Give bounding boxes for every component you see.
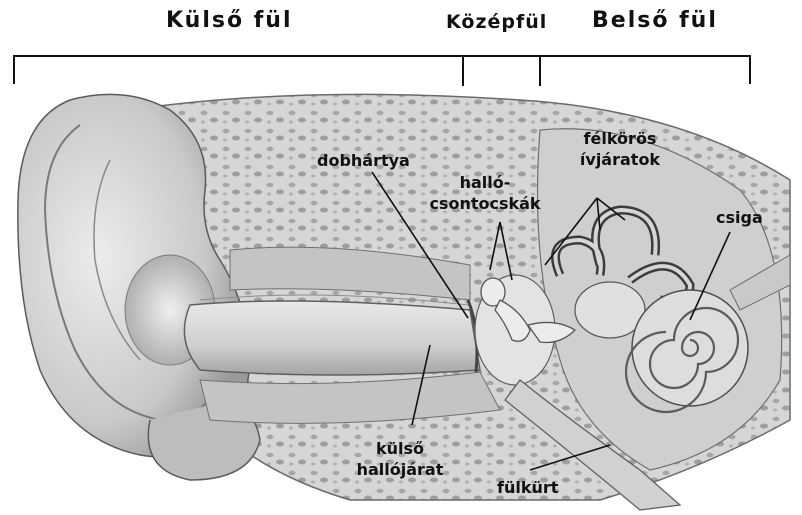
label-semicircular-line1: félkörös: [560, 128, 680, 149]
header-outer-ear: Külső fül: [166, 8, 293, 33]
header-middle-ear: Középfül: [446, 11, 547, 33]
label-ear-canal: külső hallójárat: [340, 438, 460, 480]
header-inner-ear: Belső fül: [592, 8, 718, 33]
label-ossicles-line1: halló-: [425, 172, 545, 193]
ear-canal: [184, 301, 480, 375]
label-cochlea: csiga: [716, 207, 763, 228]
label-eustachian-tube: fülkürt: [497, 477, 558, 498]
label-ear-canal-line1: külső: [340, 438, 460, 459]
label-eardrum: dobhártya: [317, 150, 410, 171]
label-ossicles: halló- csontocskák: [425, 172, 545, 214]
label-ear-canal-line2: hallójárat: [340, 459, 460, 480]
label-semicircular-line2: ívjáratok: [560, 149, 680, 170]
label-ossicles-line2: csontocskák: [425, 193, 545, 214]
header-brackets: [14, 56, 750, 86]
label-semicircular-canals: félkörös ívjáratok: [560, 128, 680, 170]
